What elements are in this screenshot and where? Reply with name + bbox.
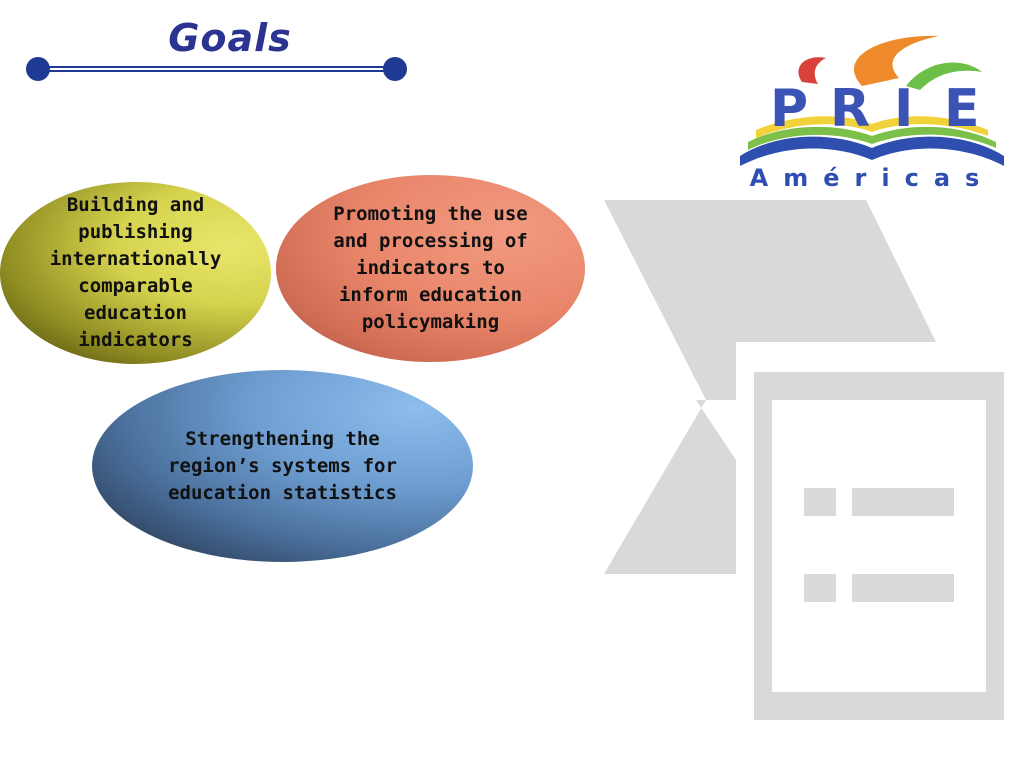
picture-placeholder-icon bbox=[604, 200, 1004, 720]
goal-ellipse-policymaking: Promoting the use and processing of indi… bbox=[276, 175, 585, 362]
logo-book-yellow bbox=[756, 116, 988, 138]
goal-text-policymaking: Promoting the use and processing of indi… bbox=[333, 203, 528, 333]
goal-ellipse-statistics: Strengthening the region’s systems for e… bbox=[92, 370, 473, 562]
slide-title: Goals bbox=[168, 16, 292, 60]
goal-text-indicators: Building and publishing internationally … bbox=[49, 194, 222, 351]
placeholder-line-1 bbox=[852, 488, 954, 516]
goal-text-statistics: Strengthening the region’s systems for e… bbox=[168, 427, 397, 504]
title-underline bbox=[26, 57, 407, 81]
logo-letter-e: E bbox=[944, 79, 980, 139]
logo-swirl-orange bbox=[853, 35, 939, 86]
prie-americas-logo: P R I E Américas bbox=[740, 35, 1004, 192]
placeholder-chevron bbox=[604, 200, 936, 574]
logo-book-green bbox=[748, 126, 996, 150]
logo-book-right bbox=[872, 136, 1004, 166]
logo-letter-r: R bbox=[830, 79, 870, 139]
logo-swirl-green bbox=[906, 62, 982, 90]
logo-book-left bbox=[740, 136, 872, 166]
underline-right-dot bbox=[383, 57, 407, 81]
logo-letter-p: P bbox=[770, 79, 808, 139]
logo-letter-i: I bbox=[894, 79, 913, 139]
placeholder-bullet-2 bbox=[804, 574, 836, 602]
goal-ellipse-indicators: Building and publishing internationally … bbox=[0, 182, 271, 364]
placeholder-page bbox=[772, 400, 986, 692]
placeholder-line-2 bbox=[852, 574, 954, 602]
logo-swirl-red bbox=[798, 57, 826, 84]
placeholder-bullet-1 bbox=[804, 488, 836, 516]
underline-left-dot bbox=[26, 57, 50, 81]
logo-subtitle: Américas bbox=[750, 164, 995, 192]
